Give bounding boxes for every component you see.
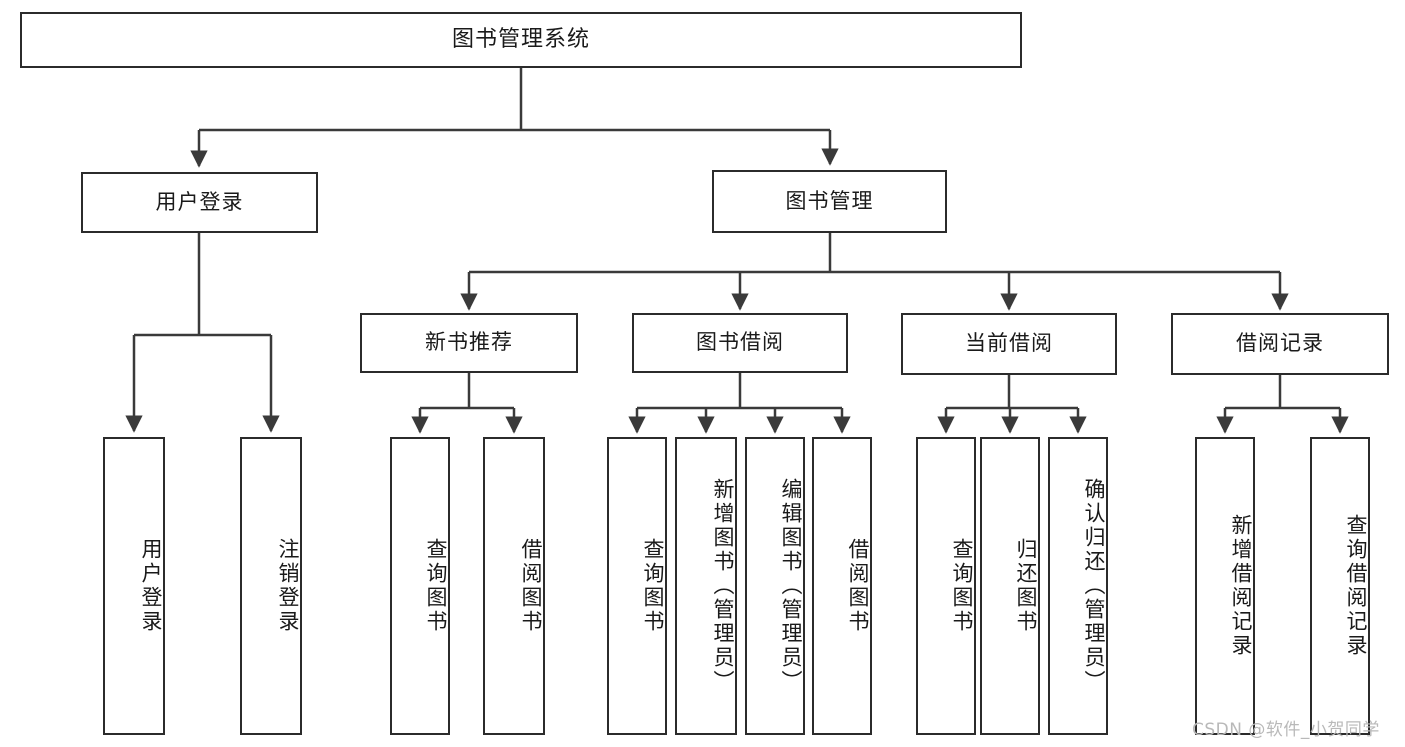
node-label: 归还图书 [1014,538,1038,634]
node-label: 新增借阅记录 [1229,514,1253,658]
node-leaf-return-book[interactable]: 归还图书 [980,437,1040,735]
node-label: 当前借阅 [965,331,1053,356]
node-label: 借阅图书 [519,538,543,634]
node-book-management[interactable]: 图书管理 [712,170,947,233]
node-user-login[interactable]: 用户登录 [81,172,318,233]
node-label: 注销登录 [276,538,300,634]
node-label: 用户登录 [139,538,163,634]
node-label: 查询图书 [641,538,665,634]
node-leaf-edit-book[interactable]: 编辑图书（管理员） [745,437,805,735]
node-label: 编辑图书（管理员） [779,478,803,694]
node-leaf-add-book[interactable]: 新增图书（管理员） [675,437,737,735]
node-label: 查询图书 [950,538,974,634]
node-leaf-confirm-return[interactable]: 确认归还（管理员） [1048,437,1108,735]
node-current-borrow[interactable]: 当前借阅 [901,313,1117,375]
node-label: 借阅记录 [1236,331,1324,356]
node-borrow-record[interactable]: 借阅记录 [1171,313,1389,375]
node-label: 借阅图书 [846,538,870,634]
node-root-book-management-system[interactable]: 图书管理系统 [20,12,1022,68]
node-label: 用户登录 [155,189,244,214]
node-leaf-user-logout[interactable]: 注销登录 [240,437,302,735]
node-book-borrow[interactable]: 图书借阅 [632,313,848,373]
node-leaf-query-book-3[interactable]: 查询图书 [916,437,976,735]
node-label: 新书推荐 [425,330,513,355]
node-leaf-borrow-book-1[interactable]: 借阅图书 [483,437,545,735]
node-label: 图书管理系统 [451,26,590,52]
node-label: 新增图书（管理员） [711,478,735,694]
node-leaf-borrow-book-2[interactable]: 借阅图书 [812,437,872,735]
node-label: 确认归还（管理员） [1082,478,1106,694]
node-leaf-add-record[interactable]: 新增借阅记录 [1195,437,1255,735]
node-new-book-recommend[interactable]: 新书推荐 [360,313,578,373]
node-leaf-user-login[interactable]: 用户登录 [103,437,165,735]
node-label: 查询图书 [424,538,448,634]
node-label: 图书借阅 [696,330,784,355]
csdn-watermark: CSDN @软件_小贺同学 [1192,720,1380,740]
node-leaf-query-book-2[interactable]: 查询图书 [607,437,667,735]
node-leaf-query-book-1[interactable]: 查询图书 [390,437,450,735]
node-leaf-query-record[interactable]: 查询借阅记录 [1310,437,1370,735]
node-label: 查询借阅记录 [1344,514,1368,658]
node-label: 图书管理 [785,188,874,213]
